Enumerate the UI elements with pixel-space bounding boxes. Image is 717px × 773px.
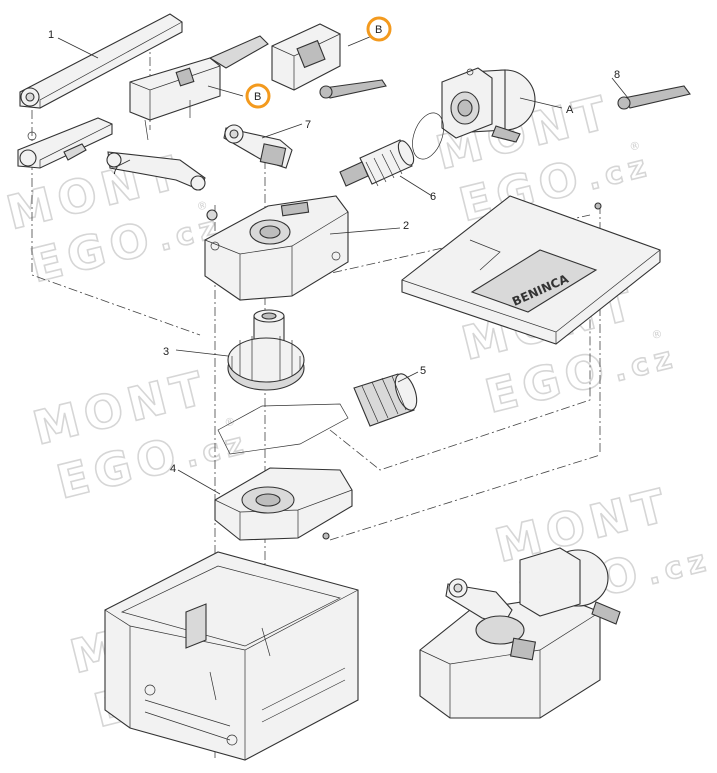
watermark-registered: ® xyxy=(223,415,237,430)
callout-4: 4 xyxy=(170,463,176,475)
callout-b-handle: B xyxy=(254,91,261,103)
callout-5: 5 xyxy=(420,365,426,377)
callouts: 1 2 3 4 5 6 7 7 8 A B B xyxy=(48,16,620,475)
gasket xyxy=(217,403,349,455)
watermark-registered: ® xyxy=(628,139,642,154)
callout-b-release: B xyxy=(375,24,382,36)
watermark-suffix: .cz xyxy=(610,340,681,390)
foundation-box xyxy=(104,551,359,761)
callout-b-highlight-ring xyxy=(245,83,271,109)
callout-1: 1 xyxy=(48,29,54,41)
part-7-release-lever xyxy=(223,124,293,169)
callout-7-left: 7 xyxy=(112,165,118,177)
o-ring-seal xyxy=(412,112,444,160)
callout-3: 3 xyxy=(163,346,169,358)
watermark-registered: ® xyxy=(195,198,209,213)
watermark-suffix: .cz xyxy=(644,543,715,593)
callout-b-highlight-ring xyxy=(366,16,392,42)
cover-plate: BENINCA xyxy=(401,195,661,345)
leader-lines xyxy=(57,35,629,495)
part-7-release-arm-left xyxy=(106,151,206,191)
watermark-suffix: .cz xyxy=(584,148,655,198)
assembled-operator xyxy=(419,547,621,719)
part-a-motor xyxy=(441,67,536,143)
part-b-release-handle xyxy=(271,23,387,99)
callout-a: A xyxy=(566,104,574,116)
callout-6: 6 xyxy=(430,191,436,203)
part-4-lower-housing xyxy=(214,467,353,541)
callout-8: 8 xyxy=(614,69,620,81)
callout-2: 2 xyxy=(403,220,409,232)
watermark-registered: ® xyxy=(650,327,664,342)
part-6-worm-screw xyxy=(339,139,415,187)
part-8-release-key xyxy=(617,85,691,110)
part-3-output-gear xyxy=(227,309,305,391)
part-5-worm-gear xyxy=(353,373,418,427)
callout-7-upper: 7 xyxy=(305,119,311,131)
watermark-suffix: .cz xyxy=(181,425,252,475)
part-1-lever-arms xyxy=(17,13,183,169)
part-2-upper-housing xyxy=(204,195,349,301)
part-b-handle-assembly xyxy=(129,35,269,141)
